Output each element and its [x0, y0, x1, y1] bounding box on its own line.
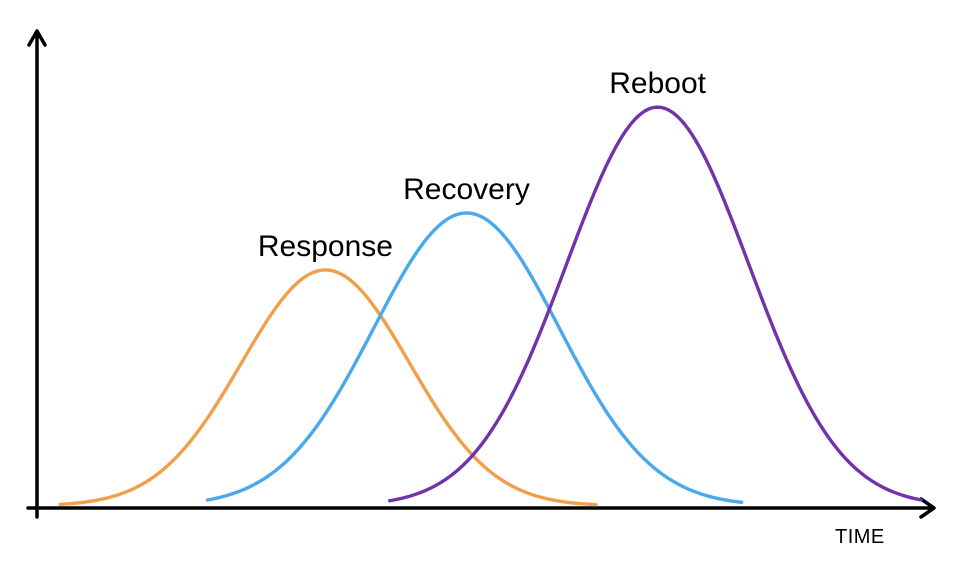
series-label-reboot: Reboot	[609, 67, 706, 100]
curves	[58, 105, 923, 507]
x-axis-label: TIME	[835, 526, 885, 548]
x-axis	[26, 497, 936, 519]
curve-reboot	[388, 105, 923, 503]
series-label-recovery: Recovery	[403, 173, 530, 206]
x-axis-arrow	[919, 497, 936, 519]
series-labels: Response Recovery Reboot	[258, 67, 707, 263]
series-label-response: Response	[258, 230, 393, 263]
y-axis	[27, 29, 47, 519]
y-axis-arrow	[27, 29, 47, 47]
curve-response	[58, 268, 598, 507]
curve-recovery	[205, 211, 744, 505]
